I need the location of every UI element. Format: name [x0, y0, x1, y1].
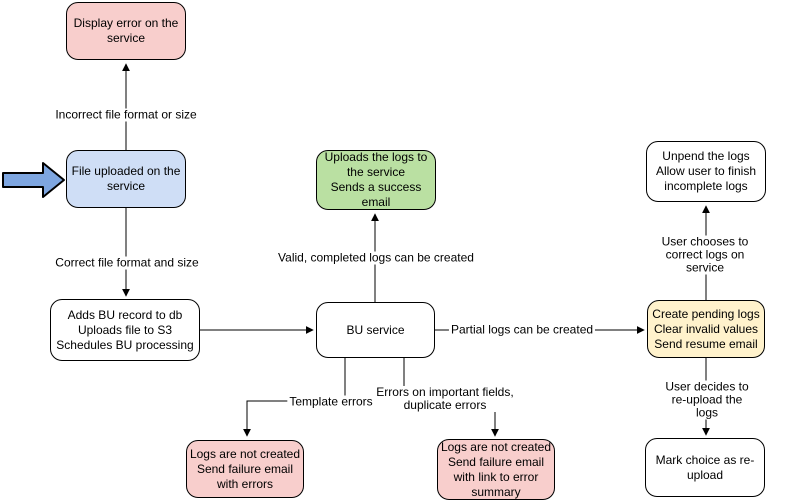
edge-label-correct-format: Correct file format and size — [53, 255, 201, 270]
node-uploads-logs-success: Uploads the logs to the service Sends a … — [316, 150, 436, 210]
node-bu-service: BU service — [316, 302, 435, 358]
edge-label-user-reuploads: User decides to re-upload the logs — [660, 380, 754, 420]
node-create-pending-logs: Create pending logs Clear invalid values… — [647, 300, 765, 358]
input-arrow-icon — [2, 162, 65, 198]
node-file-uploaded: File uploaded on the service — [66, 150, 186, 208]
edge-label-user-corrects-on-service: User chooses to correct logs on service — [657, 235, 753, 275]
edge-label-important-fields-errors: Errors on important fields, duplicate er… — [374, 385, 516, 412]
node-mark-choice-reupload: Mark choice as re- upload — [645, 438, 765, 497]
edge-label-valid-completed-logs: Valid, completed logs can be created — [276, 250, 476, 265]
node-logs-not-created-summary: Logs are not created Send failure email … — [437, 439, 555, 500]
node-logs-not-created-errors: Logs are not created Send failure email … — [186, 440, 304, 498]
edge-label-template-errors: Template errors — [287, 394, 375, 409]
edge-label-incorrect-format: Incorrect file format or size — [53, 107, 199, 122]
edge-label-partial-logs: Partial logs can be created — [448, 322, 596, 337]
node-display-error: Display error on the service — [66, 2, 186, 60]
node-unpend-logs: Unpend the logs Allow user to finish inc… — [646, 141, 766, 202]
node-adds-bu-record: Adds BU record to db Uploads file to S3 … — [50, 299, 200, 361]
